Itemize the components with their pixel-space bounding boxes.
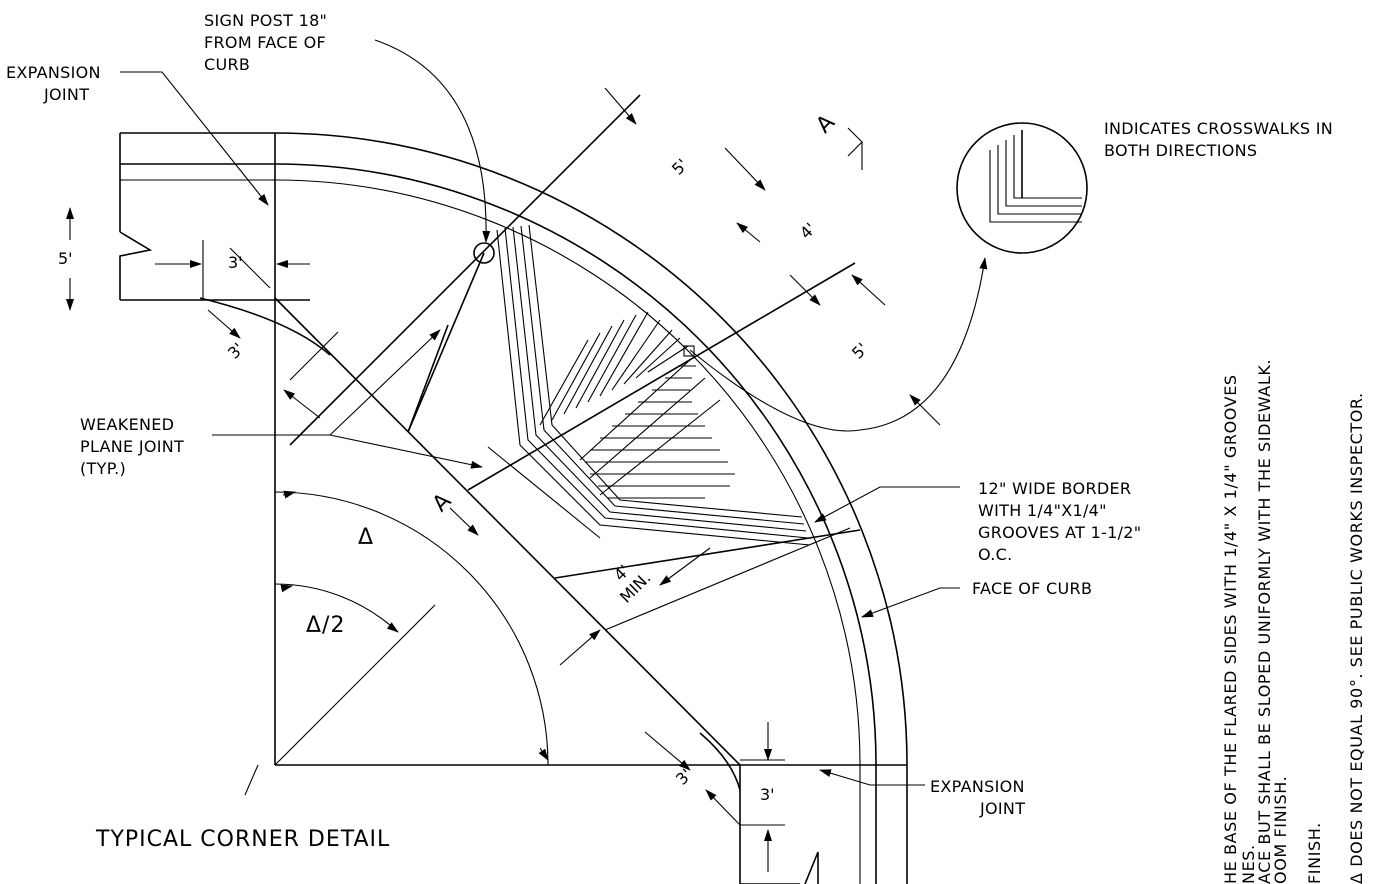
- expansion-joint-bottom-label-1: EXPANSION: [930, 777, 1025, 796]
- border-label-1: 12" WIDE BORDER: [978, 479, 1131, 498]
- border-label-2: WITH 1/4"X1/4": [978, 501, 1107, 520]
- border-label-4: O.C.: [978, 545, 1013, 564]
- dim-delta-half: Δ/2: [306, 613, 345, 638]
- note-4: OOM FINISH.: [1271, 776, 1290, 884]
- weakened-plane-label-1: WEAKENED: [80, 415, 174, 434]
- dimension-lines: [66, 87, 941, 872]
- svg-text:A: A: [428, 488, 457, 517]
- face-of-curb-label: FACE OF CURB: [972, 579, 1092, 598]
- border-label-3: GROOVES AT 1-1/2": [978, 523, 1141, 542]
- note-2: NES.: [1239, 844, 1258, 884]
- drawing-title: TYPICAL CORNER DETAIL: [95, 827, 390, 852]
- section-mark-top: A: [812, 109, 863, 170]
- curb-arcs: [274, 132, 908, 766]
- note-5: FINISH.: [1305, 822, 1324, 884]
- dim-three-top: 3': [228, 253, 243, 272]
- notes-block: HE BASE OF THE FLARED SIDES WITH 1/4" X …: [1221, 359, 1366, 884]
- crosswalk-legend-icon: [956, 122, 1088, 254]
- curb-edges: [119, 132, 908, 884]
- gutter-arc: [274, 179, 861, 766]
- sign-post-label-2: FROM FACE OF: [204, 33, 326, 52]
- dim-three-left: 3': [224, 339, 248, 363]
- sign-post-label-3: CURB: [204, 55, 250, 74]
- dim-five-ramp-b: 5': [848, 339, 872, 363]
- sign-post-icon: [473, 242, 495, 264]
- note-1: HE BASE OF THE FLARED SIDES WITH 1/4" X …: [1221, 374, 1240, 884]
- leader-lines: [120, 39, 988, 786]
- dim-five-left: 5': [58, 249, 73, 268]
- sign-post-label-1: SIGN POST 18": [204, 11, 327, 30]
- ramp-outline: [289, 94, 861, 631]
- dim-three-bottom-right: 3': [760, 785, 775, 804]
- expansion-joint-top-label-1: EXPANSION: [6, 63, 101, 82]
- crosswalk-hatch: [539, 311, 735, 499]
- curb-face-arc: [274, 163, 877, 766]
- curb-back-arc: [274, 132, 908, 766]
- expansion-joint-top-label-2: JOINT: [43, 85, 89, 104]
- crosswalk-legend-label-1: INDICATES CROSSWALKS IN: [1104, 119, 1333, 138]
- dim-delta: Δ: [358, 525, 374, 550]
- ramp-flares: [199, 247, 741, 791]
- delta-arc: [274, 491, 549, 766]
- weakened-plane-label-2: PLANE JOINT: [80, 437, 184, 456]
- weakened-plane-label-3: (TYP.): [80, 459, 126, 478]
- dim-five-ramp-a: 5': [668, 155, 692, 179]
- dim-four-ramp: 4': [796, 219, 820, 243]
- note-3: ACE BUT SHALL BE SLOPED UNIFORMLY WITH T…: [1255, 359, 1274, 884]
- crosswalk-legend-label-2: BOTH DIRECTIONS: [1104, 141, 1257, 160]
- expansion-joint-bottom-label-2: JOINT: [979, 799, 1025, 818]
- note-6: Δ DOES NOT EQUAL 90°. SEE PUBLIC WORKS I…: [1347, 392, 1366, 884]
- svg-text:A: A: [812, 109, 841, 138]
- dim-three-bottom: 3': [672, 765, 696, 789]
- border-grooves: [487, 224, 811, 546]
